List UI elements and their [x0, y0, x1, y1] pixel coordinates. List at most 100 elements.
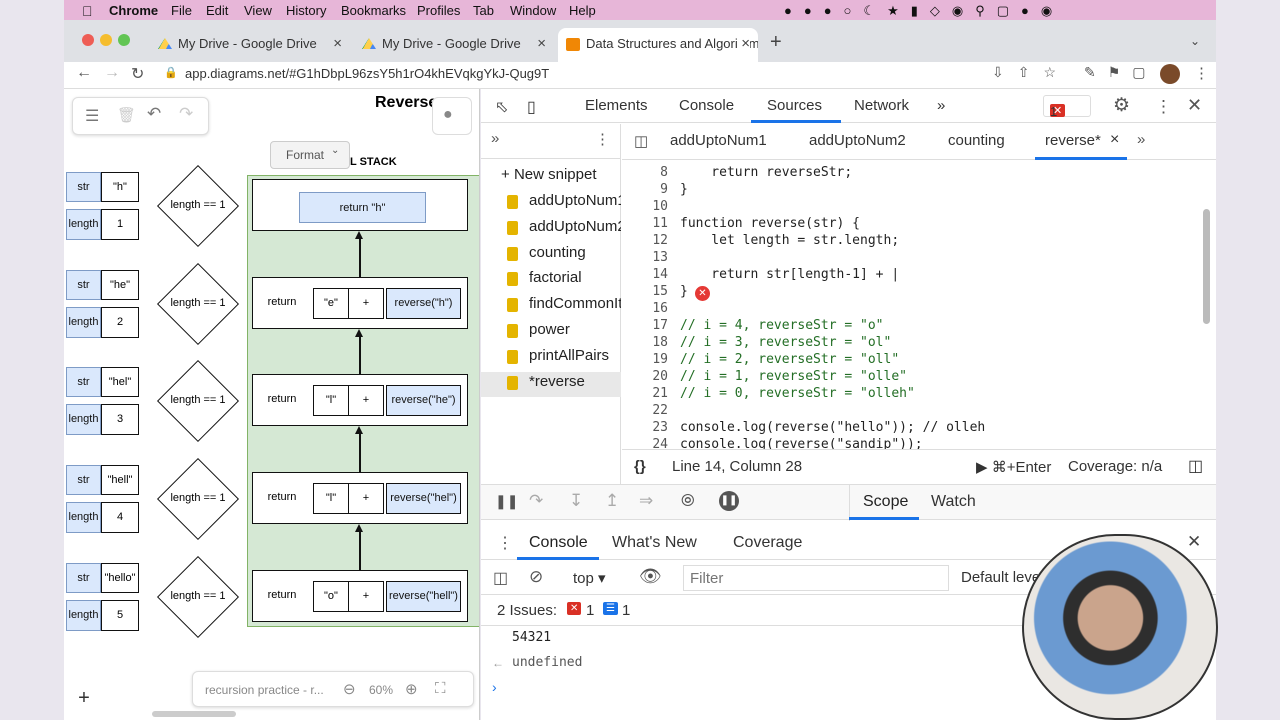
settings-gear-icon[interactable]: ⚙ — [1113, 95, 1131, 116]
more-tabs-icon[interactable]: » — [937, 97, 946, 114]
snippet-item[interactable]: addUptoNum2 — [529, 217, 621, 235]
menu-bookmarks[interactable]: Bookmarks — [341, 3, 407, 18]
back-icon[interactable]: ← — [76, 64, 92, 81]
drawer-tab-whats-new[interactable]: What's New — [612, 534, 697, 551]
tab-sources[interactable]: Sources — [767, 97, 823, 114]
new-snippet-button[interactable]: + New snippet — [501, 166, 596, 183]
tab-drive-2[interactable]: My Drive - Google Drive × — [354, 28, 554, 62]
snippet-item[interactable]: addUptoNum1 — [529, 192, 621, 209]
plus-cell[interactable]: + — [348, 288, 384, 319]
close-icon[interactable]: × — [333, 35, 342, 52]
pause-on-exceptions-icon[interactable]: ❚❚ — [719, 491, 739, 511]
zoom-in-icon[interactable]: ⊕ — [405, 681, 418, 698]
pause-icon[interactable]: ❚❚ — [495, 493, 519, 509]
editor-tab-addUptoNum1[interactable]: addUptoNum1 — [670, 132, 767, 149]
inspect-icon[interactable]: ⬁ — [495, 99, 509, 116]
more-panels-icon[interactable]: » — [491, 130, 500, 147]
kebab-menu-icon[interactable]: ⋮ — [595, 131, 610, 148]
menu-icon[interactable]: ☰ — [85, 108, 100, 125]
length-label[interactable]: length — [66, 209, 101, 240]
editor-tab-addUptoNum2[interactable]: addUptoNum2 — [809, 132, 906, 149]
snippet-item[interactable]: printAllPairs — [529, 346, 610, 364]
snippet-item[interactable]: factorial — [529, 269, 582, 287]
recursive-call-cell[interactable]: reverse("hel") — [386, 483, 461, 514]
tab-elements[interactable]: Elements — [585, 97, 648, 114]
step-over-icon[interactable]: ↷ — [529, 491, 544, 510]
menu-help[interactable]: Help — [569, 3, 596, 18]
kebab-menu-icon[interactable]: ⋮ — [1155, 97, 1172, 116]
close-icon[interactable]: × — [1110, 131, 1120, 148]
delete-icon[interactable]: 🗑 — [117, 107, 137, 124]
apple-icon[interactable]:  — [82, 3, 93, 19]
tab-drive-1[interactable]: My Drive - Google Drive × — [150, 28, 350, 62]
snippet-item[interactable]: findCommonItems — [529, 295, 621, 313]
snippet-item[interactable]: power — [529, 321, 570, 338]
tab-diagrams[interactable]: Data Structures and Algorithm × — [558, 28, 758, 62]
str-label[interactable]: str — [66, 367, 101, 397]
eye-icon[interactable]: 👁 — [639, 566, 662, 586]
close-icon[interactable]: × — [537, 35, 546, 52]
step-out-icon[interactable]: ↥ — [605, 491, 620, 510]
tab-watch[interactable]: Watch — [931, 493, 976, 510]
share-button[interactable]: ● — [432, 97, 472, 135]
error-marker-icon[interactable]: ✕ — [695, 286, 710, 301]
length-value[interactable]: 1 — [101, 209, 139, 240]
length-label[interactable]: length — [66, 502, 101, 533]
menu-profiles[interactable]: Profiles — [417, 3, 461, 18]
toggle-navigator-icon[interactable]: ◫ — [634, 133, 649, 150]
minimize-window-button[interactable] — [100, 34, 112, 46]
char-cell[interactable]: "o" — [313, 581, 349, 612]
tab-network[interactable]: Network — [854, 97, 910, 114]
deactivate-breakpoints-icon[interactable]: ⦾ — [681, 491, 695, 510]
close-drawer-icon[interactable]: ✕ — [1187, 532, 1202, 551]
length-value[interactable]: 5 — [101, 600, 139, 631]
tab-console[interactable]: Console — [679, 97, 735, 114]
str-value[interactable]: "he" — [101, 270, 139, 300]
drawer-tab-coverage[interactable]: Coverage — [733, 534, 803, 551]
kebab-menu-icon[interactable]: ⋮ — [1194, 65, 1209, 82]
recursive-call-cell[interactable]: reverse("hell") — [386, 581, 461, 612]
redo-icon[interactable]: ↷ — [179, 104, 194, 123]
char-cell[interactable]: "e" — [313, 288, 349, 319]
context-selector[interactable]: top ▾ — [573, 570, 606, 587]
add-page-button[interactable]: + — [78, 687, 90, 709]
menu-tab[interactable]: Tab — [473, 3, 494, 18]
menu-history[interactable]: History — [286, 3, 327, 18]
length-value[interactable]: 4 — [101, 502, 139, 533]
length-label[interactable]: length — [66, 600, 101, 631]
avatar[interactable] — [1160, 64, 1180, 84]
filter-input[interactable] — [683, 565, 949, 591]
page-name[interactable]: recursion practice - r... — [205, 683, 324, 697]
reload-icon[interactable]: ↻ — [131, 66, 145, 83]
editor-tab-reverse[interactable]: reverse* — [1045, 132, 1101, 149]
plus-cell[interactable]: + — [348, 483, 384, 514]
new-tab-icon[interactable]: + — [770, 31, 782, 53]
address-bar[interactable]: 🔒 app.diagrams.net/#G1hDbpL96zsY5h1rO4kh… — [150, 62, 1100, 87]
menu-edit[interactable]: Edit — [206, 3, 229, 18]
format-button[interactable]: Format ⌄ — [270, 141, 350, 169]
maximize-window-button[interactable] — [118, 34, 130, 46]
length-value[interactable]: 2 — [101, 307, 139, 338]
char-cell[interactable]: "l" — [313, 385, 349, 416]
fullscreen-icon[interactable]: ⛶ — [435, 680, 446, 697]
length-label[interactable]: length — [66, 404, 101, 435]
recursive-call-cell[interactable]: reverse("h") — [386, 288, 461, 319]
str-label[interactable]: str — [66, 172, 101, 202]
return-value[interactable]: return "h" — [299, 192, 426, 223]
log-levels-dropdown[interactable]: Default levels — [961, 569, 1052, 586]
horizontal-scrollbar[interactable] — [152, 711, 236, 717]
menu-view[interactable]: View — [244, 3, 272, 18]
tab-search-icon[interactable]: ⌄ — [1190, 34, 1201, 48]
kebab-menu-icon[interactable]: ⋮ — [497, 535, 513, 552]
error-badge[interactable]: ✕ 1 — [1043, 95, 1091, 119]
drawio-canvas[interactable]: ☰ 🗑 ↶ ↷ Reverse ● Format ⌄ L STACK str"h… — [64, 89, 480, 720]
drawer-tab-console[interactable]: Console — [529, 534, 588, 551]
zoom-out-icon[interactable]: ⊖ — [343, 681, 356, 698]
str-label[interactable]: str — [66, 270, 101, 300]
app-name[interactable]: Chrome — [109, 3, 159, 18]
str-value[interactable]: "hel" — [101, 367, 139, 397]
length-value[interactable]: 3 — [101, 404, 139, 435]
str-value[interactable]: "h" — [101, 172, 139, 202]
close-devtools-icon[interactable]: ✕ — [1187, 95, 1203, 115]
